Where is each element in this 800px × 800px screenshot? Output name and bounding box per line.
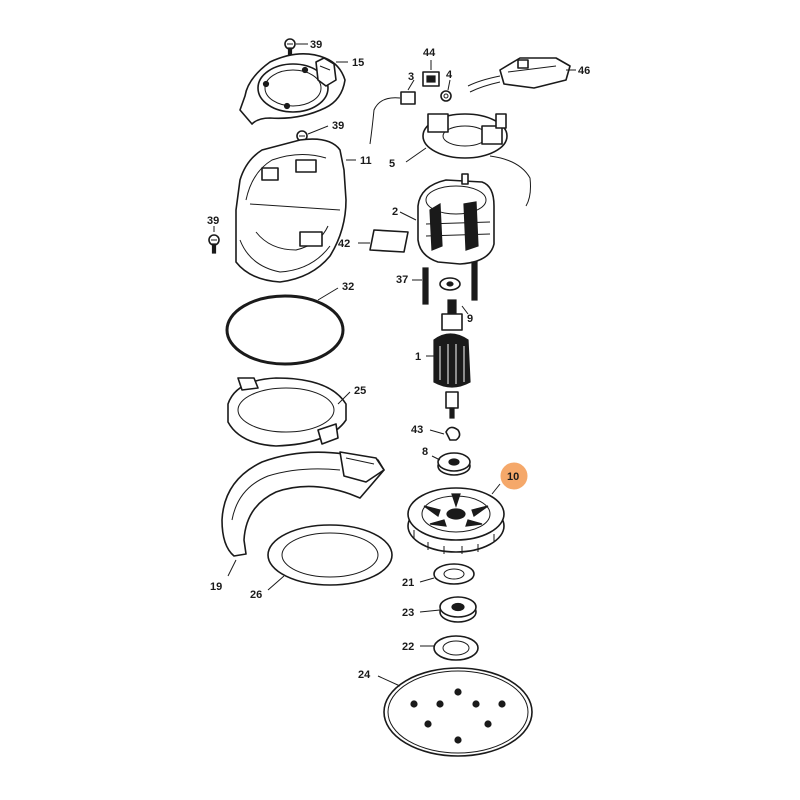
callout-39-top[interactable]: 39 (310, 39, 322, 51)
callout-2[interactable]: 2 (392, 206, 398, 218)
stator-2[interactable] (417, 173, 495, 265)
part-42[interactable] (369, 229, 409, 253)
callout-15[interactable]: 15 (352, 57, 364, 69)
callout-42[interactable]: 42 (338, 238, 350, 250)
carbon-brush-3[interactable] (369, 91, 416, 145)
callout-39-left[interactable]: 39 (207, 215, 219, 227)
clamp-ring-22[interactable] (433, 635, 479, 661)
bearing-23[interactable] (439, 596, 477, 623)
switch-46[interactable] (467, 57, 571, 93)
screws-37[interactable] (422, 261, 478, 305)
callout-44[interactable]: 44 (423, 47, 436, 59)
callout-22[interactable]: 22 (402, 641, 414, 653)
callout-26[interactable]: 26 (250, 589, 262, 601)
retainer-21[interactable] (433, 563, 475, 585)
callout-23[interactable]: 23 (402, 607, 414, 619)
callout-39-middle[interactable]: 39 (332, 120, 344, 132)
armature-1[interactable] (433, 299, 471, 419)
callout-8[interactable]: 8 (422, 446, 428, 458)
bracket-ring-25[interactable] (227, 377, 347, 447)
callout-21[interactable]: 21 (402, 577, 414, 589)
callout-25[interactable]: 25 (354, 385, 366, 397)
callout-9[interactable]: 9 (467, 313, 473, 325)
callout-43[interactable]: 43 (411, 424, 423, 436)
callout-32[interactable]: 32 (342, 281, 354, 293)
callout-5[interactable]: 5 (389, 158, 395, 170)
screw-39-left[interactable] (208, 234, 220, 254)
callout-19[interactable]: 19 (210, 581, 222, 593)
bearing-9[interactable] (439, 277, 461, 291)
part-44[interactable] (422, 71, 440, 87)
bearing-8[interactable] (437, 452, 471, 476)
motor-cap-15[interactable] (239, 53, 346, 125)
motor-housing-11[interactable] (235, 138, 347, 283)
callout-4[interactable]: 4 (446, 69, 453, 81)
callout-24[interactable]: 24 (358, 669, 371, 681)
callout-10[interactable]: 10 (507, 471, 519, 483)
callout-37[interactable]: 37 (396, 274, 408, 286)
callout-3[interactable]: 3 (408, 71, 414, 83)
callout-1[interactable]: 1 (415, 351, 421, 363)
callout-11[interactable]: 11 (360, 155, 372, 167)
sanding-pad-24[interactable] (383, 667, 533, 757)
circlip-43[interactable] (445, 426, 461, 441)
dust-shroud-19[interactable] (221, 451, 385, 557)
pad-ring-26[interactable] (267, 524, 393, 586)
screw-39-top[interactable] (284, 38, 296, 57)
fan-10[interactable] (407, 487, 505, 554)
brush-holder-5[interactable] (422, 113, 531, 207)
highlight-marker-10 (500, 462, 528, 490)
o-ring-32[interactable] (225, 294, 345, 366)
brush-spring-4[interactable] (440, 90, 452, 102)
callout-46[interactable]: 46 (578, 65, 590, 77)
